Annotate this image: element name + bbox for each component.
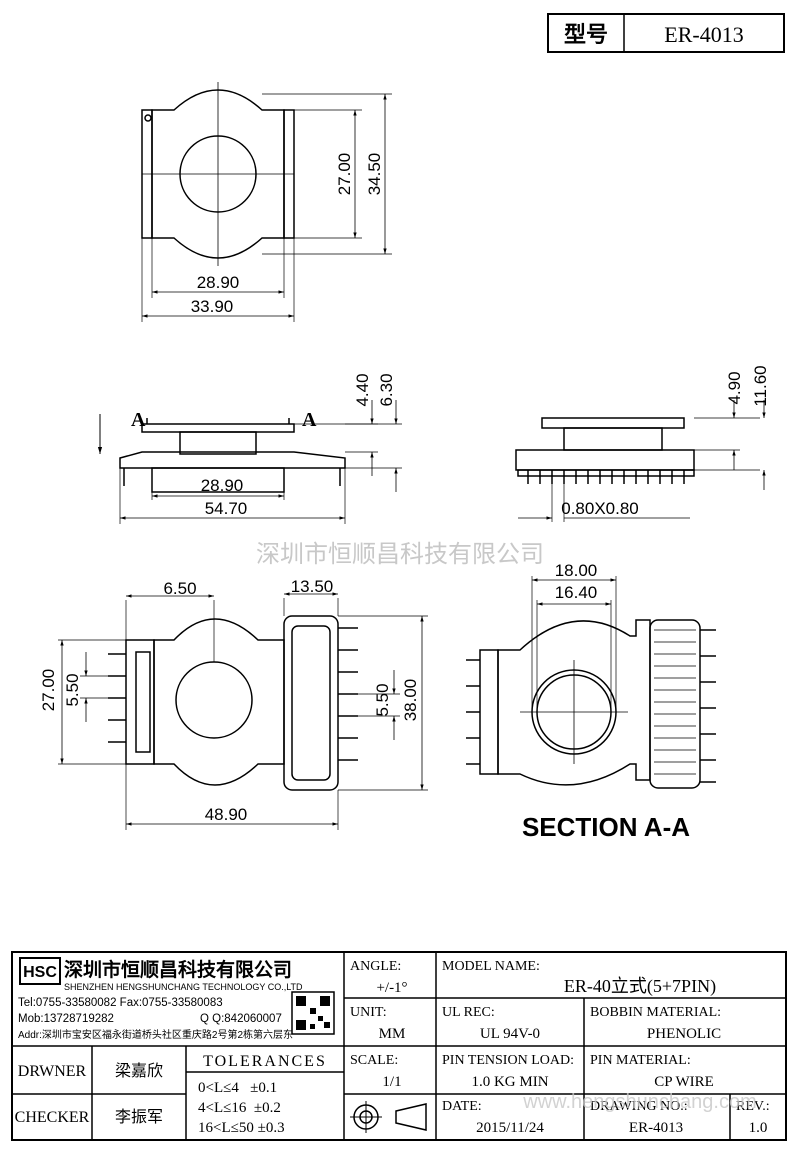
date-label: DATE: — [442, 1099, 482, 1114]
company-qq: Q Q:842060007 — [200, 1013, 282, 1025]
dim-bottom-dia-n: 27.00 — [39, 669, 58, 712]
drawing-no-label: DRAWING NO.: — [590, 1099, 688, 1114]
company-logo: HSC — [19, 957, 61, 985]
pin-tension-label: PIN TENSION LOAD: — [442, 1053, 574, 1068]
header-label: 型号 — [564, 22, 608, 47]
header-box: 型号 ER-4013 — [547, 13, 785, 53]
bobbin-material-label: BOBBIN MATERIAL: — [590, 1005, 721, 1020]
pin-material-value: CP WIRE — [654, 1074, 714, 1090]
angle-value: +/-1° — [376, 980, 407, 996]
dim-section-dia-t: 16.40 — [555, 583, 598, 602]
date-value: 2015/11/24 — [476, 1120, 544, 1136]
logo-text: HSC — [23, 964, 57, 981]
section-view — [466, 576, 716, 789]
dim-side-height-e: 4.40 — [353, 373, 372, 406]
rev-value: 1.0 — [749, 1120, 768, 1136]
tol-row-3: 16<L≤50 ±0.3 — [198, 1120, 285, 1136]
dim-side-inner-g: 28.90 — [201, 476, 244, 495]
drwner-value: 梁嘉欣 — [115, 1062, 163, 1080]
qr-code — [291, 991, 335, 1035]
dim-bottom-offset-l: 6.50 — [163, 579, 196, 598]
dim-top-dia-b: 34.50 — [365, 153, 384, 196]
section-title: SECTION A-A — [522, 812, 690, 842]
drwner-label: DRWNER — [18, 1063, 87, 1080]
dim-side-total-h: 54.70 — [205, 499, 248, 518]
dim-bottom-pitch-o: 5.50 — [63, 673, 82, 706]
model-name-value: ER-40立式(5+7PIN) — [564, 976, 716, 997]
dim-bottom-width-r: 48.90 — [205, 805, 248, 824]
top-view — [141, 82, 392, 322]
angle-label: ANGLE: — [350, 959, 401, 974]
tol-row-2: 4<L≤16 ±0.2 — [198, 1100, 281, 1116]
dim-bottom-pitch-m: 13.50 — [291, 577, 334, 596]
dim-end-height-j: 11.60 — [751, 365, 770, 406]
header-model: ER-4013 — [664, 22, 743, 47]
watermark-url: www.hengshunchang.com — [522, 1091, 756, 1113]
tolerances-label: TOLERANCES — [203, 1053, 327, 1070]
dim-end-height-i: 4.90 — [725, 371, 744, 404]
dim-bottom-height-q: 38.00 — [401, 679, 420, 722]
tol-row-1: 0<L≤4 ±0.1 — [198, 1080, 277, 1096]
dim-pin-size-k: 0.80X0.80 — [561, 499, 639, 518]
watermark: 深圳市恒顺昌科技有限公司 — [256, 541, 544, 568]
scale-value: 1/1 — [382, 1074, 401, 1090]
bottom-view — [58, 592, 428, 830]
checker-value: 李振军 — [115, 1108, 163, 1126]
dim-top-height-a: 27.00 — [335, 153, 354, 196]
model-name-label: MODEL NAME: — [442, 959, 540, 974]
company-name-en: SHENZHEN HENGSHUNCHANG TECHNOLOGY CO.,LT… — [64, 982, 303, 992]
ul-rec-value: UL 94V-0 — [480, 1026, 540, 1042]
projection-symbol-icon — [350, 1101, 427, 1133]
dim-top-width-d: 33.90 — [191, 297, 234, 316]
dim-bottom-pitch-p: 5.50 — [373, 683, 392, 716]
company-tel-fax: Tel:0755-33580082 Fax:0755-33580083 — [18, 997, 223, 1009]
unit-label: UNIT: — [350, 1005, 387, 1020]
checker-label: CHECKER — [15, 1109, 90, 1126]
scale-label: SCALE: — [350, 1053, 398, 1068]
pin-material-label: PIN MATERIAL: — [590, 1053, 691, 1068]
title-block-frame — [11, 951, 787, 1141]
drawing-no-value: ER-4013 — [629, 1120, 683, 1136]
section-label-left: A — [131, 409, 146, 431]
ul-rec-label: UL REC: — [442, 1005, 495, 1020]
section-label-right: A — [302, 409, 317, 431]
company-addr: Addr:深圳市宝安区福永街道桥头社区重庆路2号第2栋第六层东 — [18, 1028, 293, 1041]
rev-label: REV.: — [736, 1099, 770, 1114]
unit-value: MM — [379, 1026, 406, 1042]
bobbin-material-value: PHENOLIC — [647, 1026, 721, 1042]
dim-section-dia-s: 18.00 — [555, 561, 598, 580]
side-view — [97, 400, 402, 524]
company-name-cn: 深圳市恒顺昌科技有限公司 — [64, 958, 292, 981]
dim-top-width-c: 28.90 — [197, 273, 240, 292]
dim-side-height-f: 6.30 — [377, 373, 396, 406]
pin-tension-value: 1.0 KG MIN — [471, 1074, 548, 1090]
end-view — [515, 400, 766, 522]
company-mob: Mob:13728719282 — [18, 1013, 114, 1025]
